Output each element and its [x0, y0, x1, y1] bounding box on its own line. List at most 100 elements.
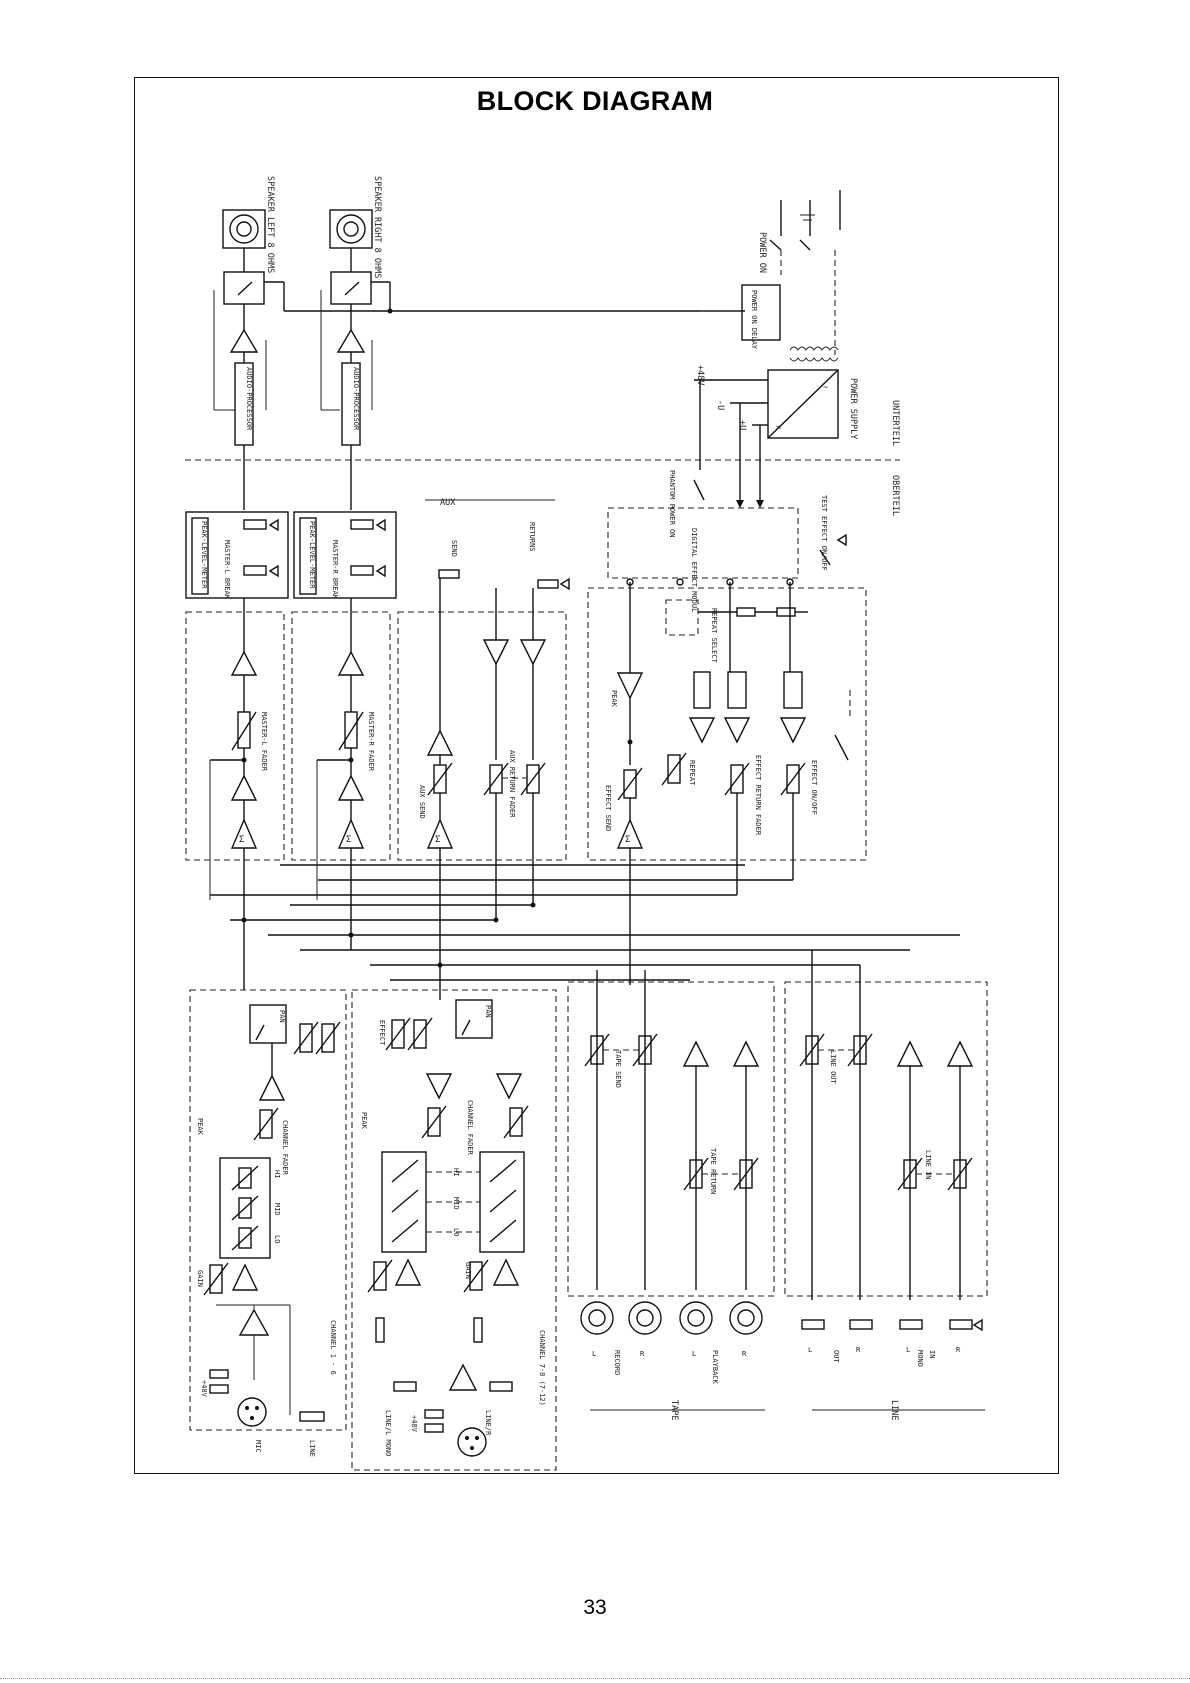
channel-7-8-module	[351, 989, 557, 1471]
label-master-r-break: MASTER-R BREAK	[331, 540, 339, 600]
dc-symbol: =	[776, 423, 781, 433]
label-send: SEND	[450, 540, 458, 557]
peak-level-meter-r	[299, 517, 317, 595]
jack-master-r-2	[350, 565, 374, 576]
label-master-l-break: MASTER-L BREAK	[223, 540, 231, 600]
label-line-out: LINE OUT	[829, 1050, 837, 1085]
digital-effect-modul	[607, 507, 799, 579]
speaker-left-connector	[222, 209, 266, 249]
label-tape: TAPE	[669, 1400, 679, 1420]
label-plus-u: +U	[737, 420, 747, 430]
channel-fader-ch7-r	[509, 1107, 523, 1137]
aux-return-amp-1	[482, 639, 510, 666]
line-in-jack-l	[899, 1319, 923, 1330]
transformer	[789, 346, 839, 351]
mix-bus-lines	[210, 864, 960, 981]
label-repeat-select: REPEAT SELECT	[710, 608, 718, 664]
label-line-out-r: R	[856, 1346, 861, 1354]
label-speaker-right: SPEAKER RIGHT 8 OHMS	[372, 176, 382, 278]
label-speaker-left: SPEAKER LEFT 8 OHMS	[265, 176, 275, 273]
svg-text:Σ: Σ	[346, 835, 351, 845]
label-digital-effect-modul: DIGITAL EFFECT MODUL	[690, 528, 698, 612]
rca-record-l	[580, 1301, 614, 1335]
phantom-resistor-2-ch1	[209, 1384, 229, 1394]
label-tape-send: TAPE SEND	[614, 1050, 622, 1088]
label-channel-fader-ch7: CHANNEL FADER	[466, 1100, 474, 1156]
jack-master-l-1	[243, 519, 267, 530]
line-input-jack-ch1	[299, 1411, 325, 1422]
label-record-l: L	[592, 1350, 596, 1358]
aux-return-amp-2	[519, 639, 547, 666]
resistor-1	[736, 607, 756, 617]
label-mid-ch1: MID	[273, 1203, 281, 1216]
input-resistor-ch7-l	[375, 1317, 385, 1343]
label-mid-ch7: MID	[452, 1197, 460, 1210]
label-tape-return: TAPE RETURN	[709, 1148, 717, 1194]
channel-fader-ch1	[259, 1109, 273, 1139]
label-aux-send: AUX SEND	[418, 785, 426, 819]
label-playback-r: R	[742, 1350, 747, 1358]
gain-pot-ch7-l	[373, 1261, 387, 1291]
repeat-select-switch	[665, 599, 699, 636]
aux-send-jack	[438, 569, 460, 579]
aux-pot-ch7	[413, 1019, 427, 1049]
label-aux: AUX	[440, 498, 456, 508]
effect-return-switch-2	[783, 671, 803, 709]
power-amp-right	[336, 328, 366, 353]
label-line-out-l: L	[808, 1346, 812, 1354]
tape-module	[567, 981, 775, 1297]
label-line-r: LINE/R	[484, 1410, 492, 1436]
power-on-delay-box	[741, 284, 781, 341]
svg-text:Σ: Σ	[435, 835, 440, 845]
repeat-switch-box	[693, 671, 711, 709]
channel-fader-ch7-l	[427, 1107, 441, 1137]
label-line-in-r: R	[956, 1346, 961, 1354]
page-bottom-rule	[0, 1678, 1190, 1679]
eq-mid-ch1	[238, 1197, 252, 1219]
input-resistor-ch7-r	[473, 1317, 483, 1343]
tape-return-pot-r	[739, 1159, 753, 1189]
effect-pot-ch7	[391, 1019, 405, 1049]
eq-block-ch1	[219, 1157, 271, 1259]
gain-pot-ch7-r	[469, 1261, 483, 1291]
label-effect-send: EFFECT SEND	[604, 785, 612, 831]
label-hi-ch7: HI	[452, 1168, 460, 1176]
label-pan-ch7: PAN	[484, 1005, 492, 1018]
line-r-jack-ch7	[489, 1381, 513, 1392]
label-plus-48v-ch1: +48V	[200, 1380, 208, 1398]
relay-left	[223, 271, 265, 305]
label-gain-ch1: GAIN	[196, 1270, 204, 1287]
label-peak-effect: PEAK	[610, 690, 618, 708]
master-r-module	[291, 611, 391, 861]
label-record: RECORD	[613, 1350, 621, 1375]
ac-symbol: ~	[823, 383, 828, 393]
label-record-r: R	[640, 1350, 645, 1358]
xlr-mic-input-ch1	[237, 1397, 267, 1427]
jack-master-l-2	[243, 565, 267, 576]
aux-return-jack	[537, 579, 559, 589]
label-audio-processor-right: AUDIO-PROCESSOR	[352, 367, 360, 431]
phantom-resistor-2-ch7	[424, 1423, 444, 1433]
label-line-in-l: L	[906, 1346, 910, 1354]
channel-1-6-module	[189, 989, 347, 1431]
eq-lo-ch1	[238, 1227, 252, 1249]
label-playback: PLAYBACK	[711, 1350, 719, 1385]
page-number: 33	[583, 1596, 607, 1619]
aux-module	[397, 611, 567, 861]
label-channel-1-6: CHANNEL 1 - 6	[329, 1320, 337, 1375]
label-minus-u: -U	[715, 400, 725, 410]
label-line-l-mono: LINE/L MONO	[384, 1410, 392, 1456]
label-master-l-fader: MASTER-L FADER	[260, 712, 268, 772]
diagram-frame	[134, 77, 1059, 1474]
line-in-pot-r	[953, 1159, 967, 1189]
line-in-jack-r	[949, 1319, 973, 1330]
label-line-in: LINE IN	[924, 1150, 932, 1180]
label-mono: MONO	[916, 1350, 924, 1367]
relay-right	[330, 271, 372, 305]
rca-playback-r	[729, 1301, 763, 1335]
effect-pot-ch1	[299, 1023, 313, 1053]
label-mic-ch1: MIC	[254, 1440, 262, 1453]
label-peak-level-meter-r: PEAK-LEVEL-METER	[308, 521, 316, 589]
aux-pot-ch1	[321, 1023, 335, 1053]
